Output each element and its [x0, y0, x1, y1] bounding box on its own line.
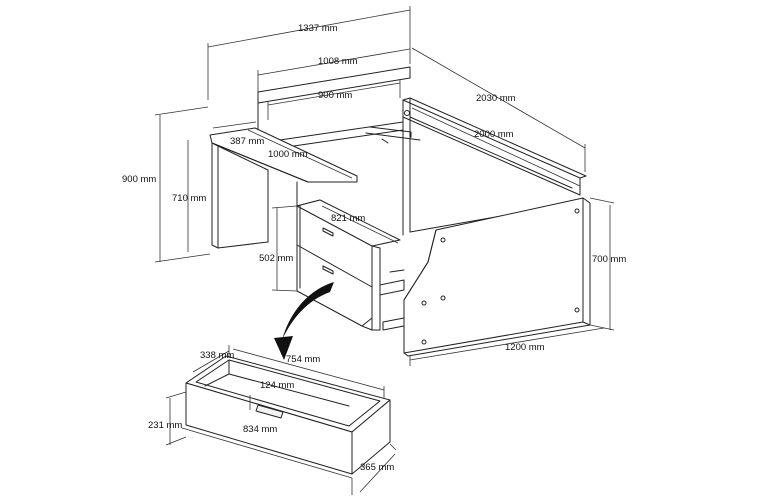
- label-drawer-inner-depth: 338 mm: [200, 350, 234, 361]
- label-drawer-inner-length: 754 mm: [286, 354, 320, 365]
- label-overall-height: 900 mm: [122, 174, 156, 185]
- label-drawer-length: 834 mm: [243, 424, 277, 435]
- cabin-bed-drawing: [209, 66, 591, 357]
- label-inner-length: 2000 mm: [474, 129, 514, 140]
- label-drawer-depth: 365 mm: [360, 462, 394, 473]
- label-desk-width: 1000 mm: [268, 149, 308, 160]
- label-desk-height: 710 mm: [172, 193, 206, 204]
- label-bed-height: 700 mm: [592, 254, 626, 265]
- label-desk-depth: 387 mm: [230, 136, 264, 147]
- label-overall-width: 1337 mm: [298, 23, 338, 34]
- label-drawer-unit-height: 502 mm: [259, 253, 293, 264]
- dimension-lines: [154, 6, 615, 495]
- label-bed-width: 1200 mm: [505, 342, 545, 353]
- label-drawer-height: 231 mm: [148, 420, 182, 431]
- label-bed-length: 2030 mm: [476, 93, 516, 104]
- dimension-labels: 1337 mm 1008 mm 900 mm 2030 mm 2000 mm 3…: [122, 23, 626, 473]
- label-shelf-top-width: 900 mm: [318, 90, 352, 101]
- label-drawer-inner-height: 124 mm: [260, 380, 294, 391]
- label-backboard-width: 1008 mm: [318, 56, 358, 67]
- curved-arrow-icon: [274, 282, 334, 360]
- drawer-detail-drawing: [185, 355, 391, 475]
- label-drawer-unit-width: 821 mm: [331, 213, 365, 224]
